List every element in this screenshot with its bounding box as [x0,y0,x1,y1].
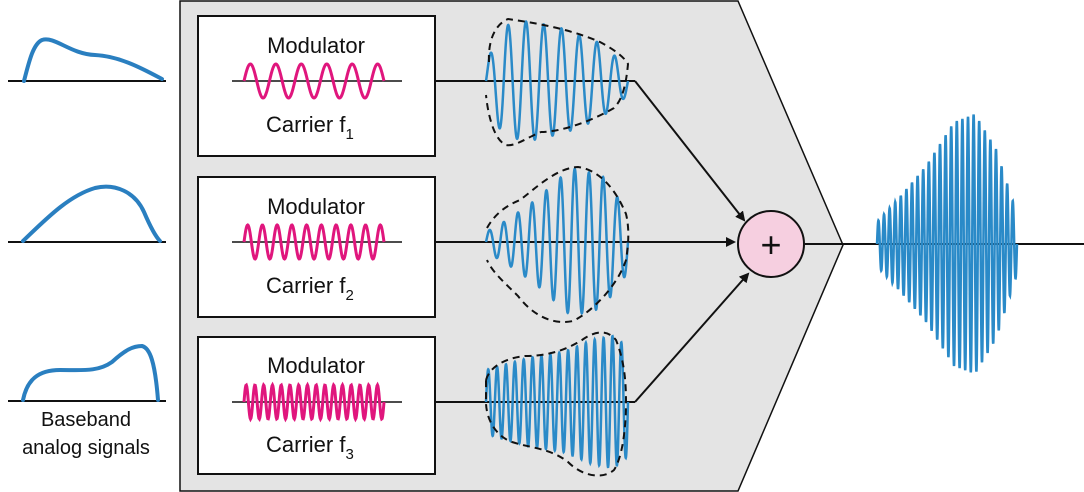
modulated-signal-1 [484,17,630,147]
modulated-signal-3 [484,331,630,477]
modulator-title-2: Modulator [267,194,365,219]
modulator-title-1: Modulator [267,33,365,58]
carrier-label-3: Carrier f3 [266,432,354,463]
modulator-box-2: Modulator Carrier f2 [197,176,436,318]
carrier-label-1: Carrier f1 [266,112,354,143]
baseband-signal-2 [8,184,166,243]
modulated-signal-2 [484,165,630,323]
path-3-arrow [634,272,750,403]
adder-symbol: + [760,224,781,265]
baseband-caption-line2: analog signals [22,437,150,459]
carrier-wave-1 [242,62,386,100]
modulator-box-3: Modulator Carrier f3 [197,336,436,475]
modulator-title-3: Modulator [267,353,365,378]
composite-output-signal [875,114,1019,373]
baseband-caption-line1: Baseband [41,409,131,431]
carrier-wave-2 [242,223,386,261]
carrier-label-2: Carrier f2 [266,273,354,304]
baseband-signal-3 [8,343,166,402]
baseband-signal-1 [8,37,166,83]
modulator-box-1: Modulator Carrier f1 [197,15,436,157]
adder: + [737,210,805,278]
path-1-arrow [634,80,746,222]
carrier-wave-3 [242,381,386,423]
